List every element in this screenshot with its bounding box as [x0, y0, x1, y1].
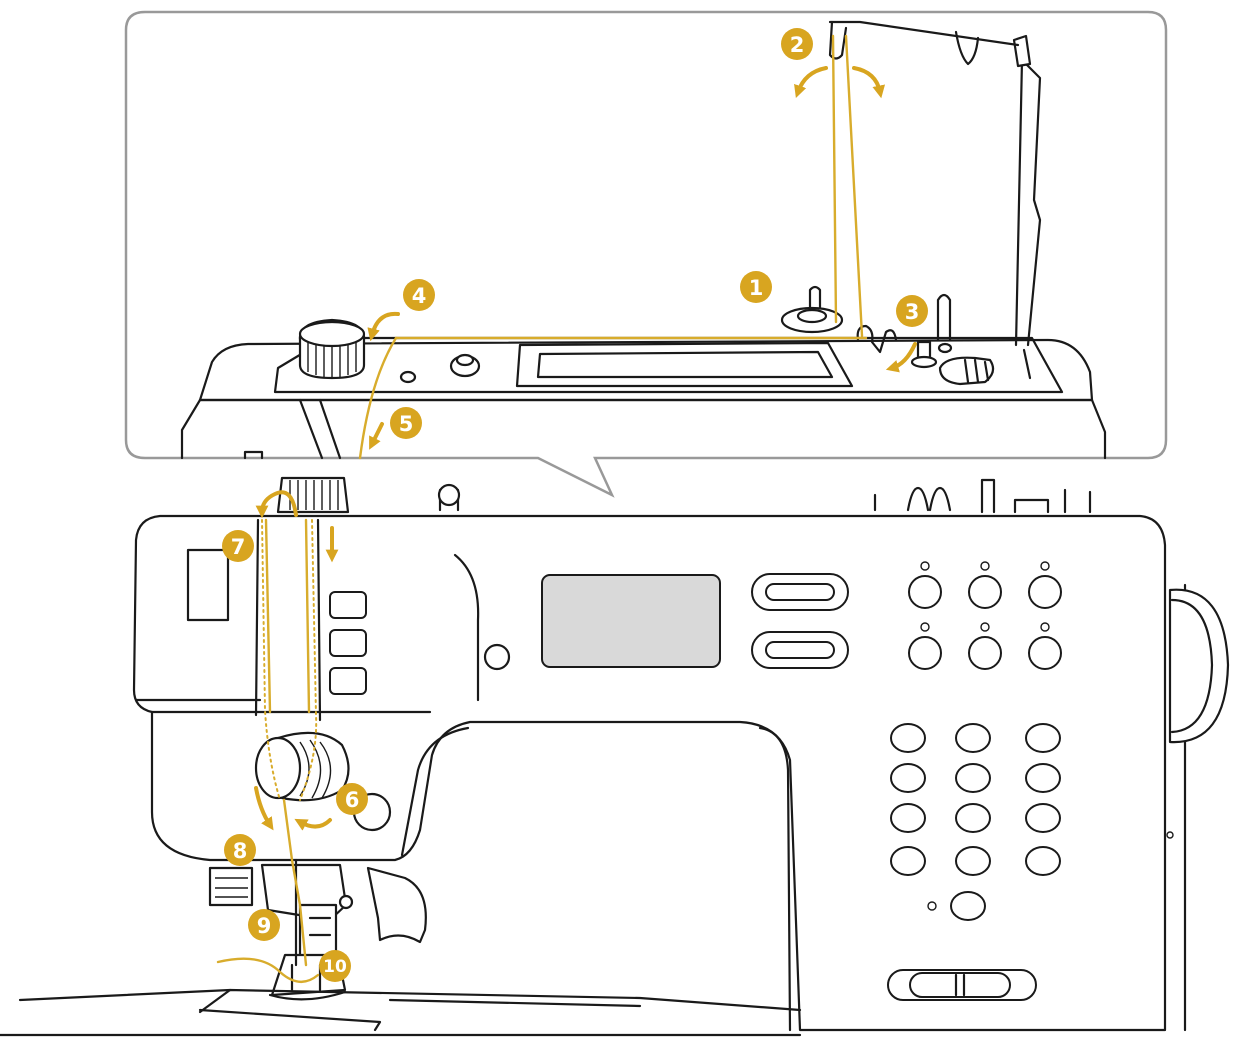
top-view-callout: [124, 10, 1168, 498]
svg-text:6: 6: [345, 788, 360, 812]
speed-slider: [887, 969, 1037, 1001]
keypad-buttons: [890, 723, 1061, 921]
svg-text:1: 1: [749, 276, 764, 300]
arrow-step-6: [294, 818, 332, 831]
step-badges: 1 2 3 4 5 6 7 8: [222, 28, 928, 982]
thread-segment-spool-to-guide: [831, 34, 838, 324]
thread-path: [216, 34, 868, 983]
thread-segment-tension: [358, 336, 398, 460]
function-buttons: [908, 561, 1062, 670]
step-badge-4: 4: [403, 279, 435, 311]
direction-arrows: [254, 66, 917, 831]
svg-text:10: 10: [323, 957, 347, 977]
step-badge-3: 3: [896, 295, 928, 327]
step-badge-1: 1: [740, 271, 772, 303]
arrow-step-5: [369, 422, 384, 450]
step-badge-2: 2: [781, 28, 813, 60]
thread-segment-guide-down: [844, 34, 864, 338]
step-badge-9: 9: [248, 909, 280, 941]
step-badge-10: 10: [319, 950, 351, 982]
step-badge-8: 8: [224, 834, 256, 866]
arrow-step-3: [885, 342, 917, 373]
arrow-step-4: [367, 311, 400, 342]
sewing-machine-body: [0, 476, 1230, 1037]
svg-text:7: 7: [231, 535, 246, 559]
svg-text:4: 4: [412, 284, 427, 308]
arrow-guide-right: [852, 66, 886, 99]
svg-text:3: 3: [905, 300, 920, 324]
step-badge-6: 6: [336, 783, 368, 815]
arrow-guide-left: [794, 66, 828, 99]
svg-text:9: 9: [257, 914, 272, 938]
arrow-step-7-hook: [255, 490, 298, 519]
arrow-step-8: [254, 786, 274, 831]
svg-text:5: 5: [399, 412, 414, 436]
step-badge-5: 5: [390, 407, 422, 439]
stitch-selector-buttons: [751, 573, 849, 669]
svg-text:8: 8: [233, 839, 248, 863]
svg-text:2: 2: [790, 33, 805, 57]
step-badge-7: 7: [222, 530, 254, 562]
